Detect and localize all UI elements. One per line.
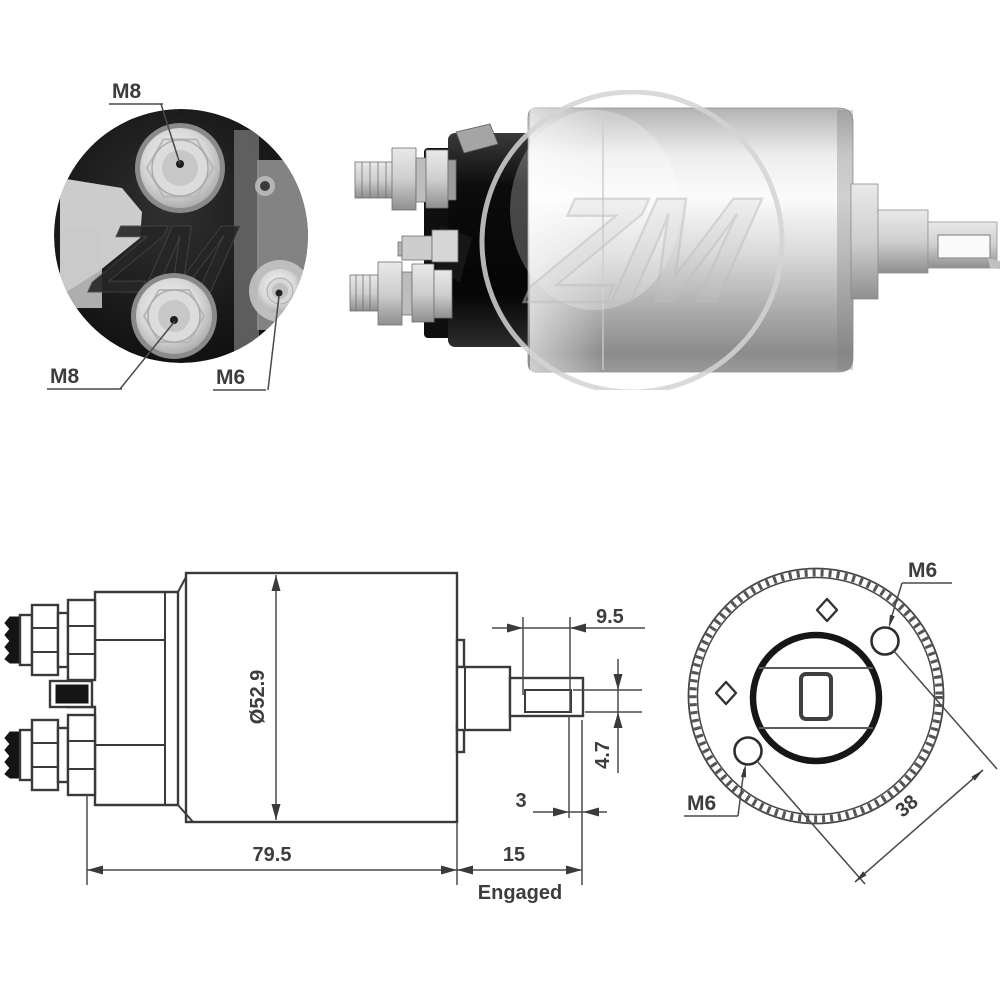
solenoid-rear-face: ZM: [54, 109, 308, 363]
rear-callouts: M8 M8 M6: [47, 80, 280, 391]
dim-fork-text: 9.5: [596, 606, 624, 628]
side-view-photo: ZM: [349, 90, 1000, 390]
dim-diameter-text: Ø52.9: [247, 670, 269, 724]
dim-length-text: 79.5: [253, 844, 292, 866]
drawing-body: [184, 571, 466, 824]
dim-tip-text: 3: [515, 790, 526, 812]
pilot-hole-top: [815, 597, 839, 623]
fork-slot: [799, 672, 833, 721]
dim-slot-text: 4.7: [592, 741, 614, 769]
plunger-shaft: [850, 183, 1000, 300]
rear-m6-label: M6: [216, 366, 245, 389]
photo-terminal-top: [354, 147, 457, 211]
solenoid-body: [510, 107, 854, 373]
rear-view-photo: ZM: [47, 80, 308, 391]
front-m6-lower-label: M6: [687, 792, 716, 815]
pilot-hole-left: [714, 680, 738, 706]
terminal-m8-top: [135, 123, 225, 213]
dim-travel: 15 Engaged: [457, 720, 583, 904]
side-view-drawing: Ø52.9 79.5 15 Engaged 9.5: [3, 571, 645, 904]
drawing-plunger: [455, 665, 585, 732]
dim-travel-label: Engaged: [478, 882, 562, 904]
front-callouts: M6 M6: [684, 559, 952, 817]
m6-hole-upper: [870, 626, 900, 656]
dim-slot: 4.7: [573, 659, 642, 773]
front-view-drawing: M6 M6 38: [684, 559, 998, 885]
dim-travel-text: 15: [503, 844, 525, 866]
drawing-terminal-bolt: [4, 598, 97, 682]
dim-length: 79.5: [86, 795, 458, 885]
center-bore: [749, 631, 883, 765]
knurled-rim: [689, 569, 943, 823]
pilot-hole: [255, 176, 275, 196]
drawing-mid-terminal: [48, 679, 94, 709]
dim-tip: 3: [515, 716, 607, 818]
dim-fork: 9.5: [492, 606, 645, 712]
terminal-m6: [249, 260, 308, 322]
drive-tab-slot: [937, 234, 991, 259]
rear-m8-top-label: M8: [112, 80, 141, 103]
m6-hole-lower: [733, 736, 763, 766]
photo-terminal-middle: [397, 229, 459, 263]
photo-terminal-bottom: [349, 261, 453, 326]
dim-diameter: Ø52.9: [247, 575, 281, 820]
rear-m8-bottom-label: M8: [50, 365, 79, 388]
terminal-m8-bottom: [131, 273, 217, 359]
cap-bracket: [455, 123, 499, 154]
front-m6-upper-label: M6: [908, 559, 937, 582]
